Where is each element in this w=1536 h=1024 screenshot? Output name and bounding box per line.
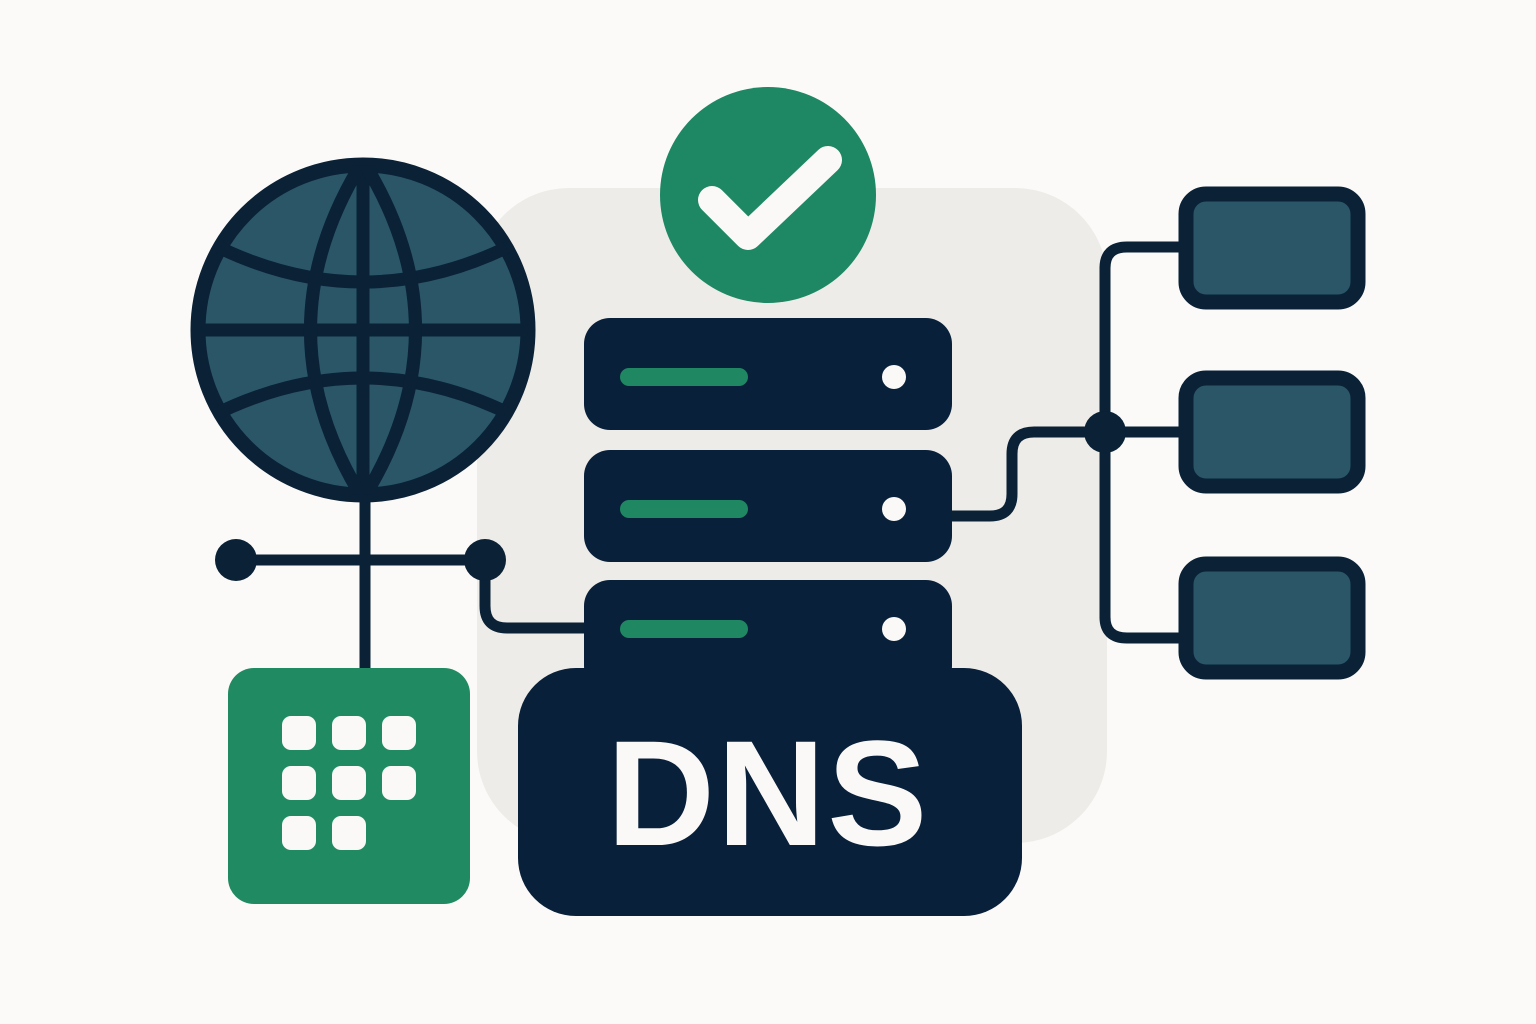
endpoint-nodes: [1178, 186, 1366, 680]
dns-server-stack: DNS: [518, 318, 1022, 916]
endpoint-node-2: [1178, 370, 1366, 494]
globe-meridian-right: [356, 165, 422, 495]
globe-meridian-left: [304, 165, 370, 495]
rack-status-bar-1: [620, 368, 748, 386]
keypad-key-2: [332, 716, 366, 750]
server-rack-1: [584, 318, 952, 430]
server-rack-2: [584, 450, 952, 562]
connector-server-to-junction: [946, 426, 1111, 522]
dns-base-plate: [518, 668, 1022, 916]
keypad-icon: [228, 668, 470, 904]
rack-led-3: [882, 617, 906, 641]
connector-left-to-server: [479, 554, 606, 634]
keypad-key-8: [332, 816, 366, 850]
rack-status-bar-3: [620, 620, 748, 638]
server-rack-3: [584, 580, 952, 692]
junction-dot-right: [1084, 411, 1126, 453]
keypad-key-6: [382, 766, 416, 800]
keypad-key-4: [282, 766, 316, 800]
junction-dot-left: [215, 539, 257, 581]
connector-branch-bottom: [1099, 611, 1192, 644]
rack-status-bar-2: [620, 500, 748, 518]
junction-dot-mid: [464, 539, 506, 581]
keypad-key-1: [282, 716, 316, 750]
endpoint-node-3: [1178, 556, 1366, 680]
rack-led-1: [882, 365, 906, 389]
globe-icon: [190, 157, 536, 503]
endpoint-node-1: [1178, 186, 1366, 310]
check-icon: [698, 146, 842, 250]
keypad-key-3: [382, 716, 416, 750]
connector-branch-top: [1099, 241, 1192, 274]
keypad-key-5: [332, 766, 366, 800]
rack-led-2: [882, 497, 906, 521]
keypad-keys: [282, 716, 416, 850]
dns-label: DNS: [607, 709, 930, 877]
keypad-key-7: [282, 816, 316, 850]
success-check-badge: [660, 87, 876, 303]
connector-network: [230, 241, 1192, 678]
